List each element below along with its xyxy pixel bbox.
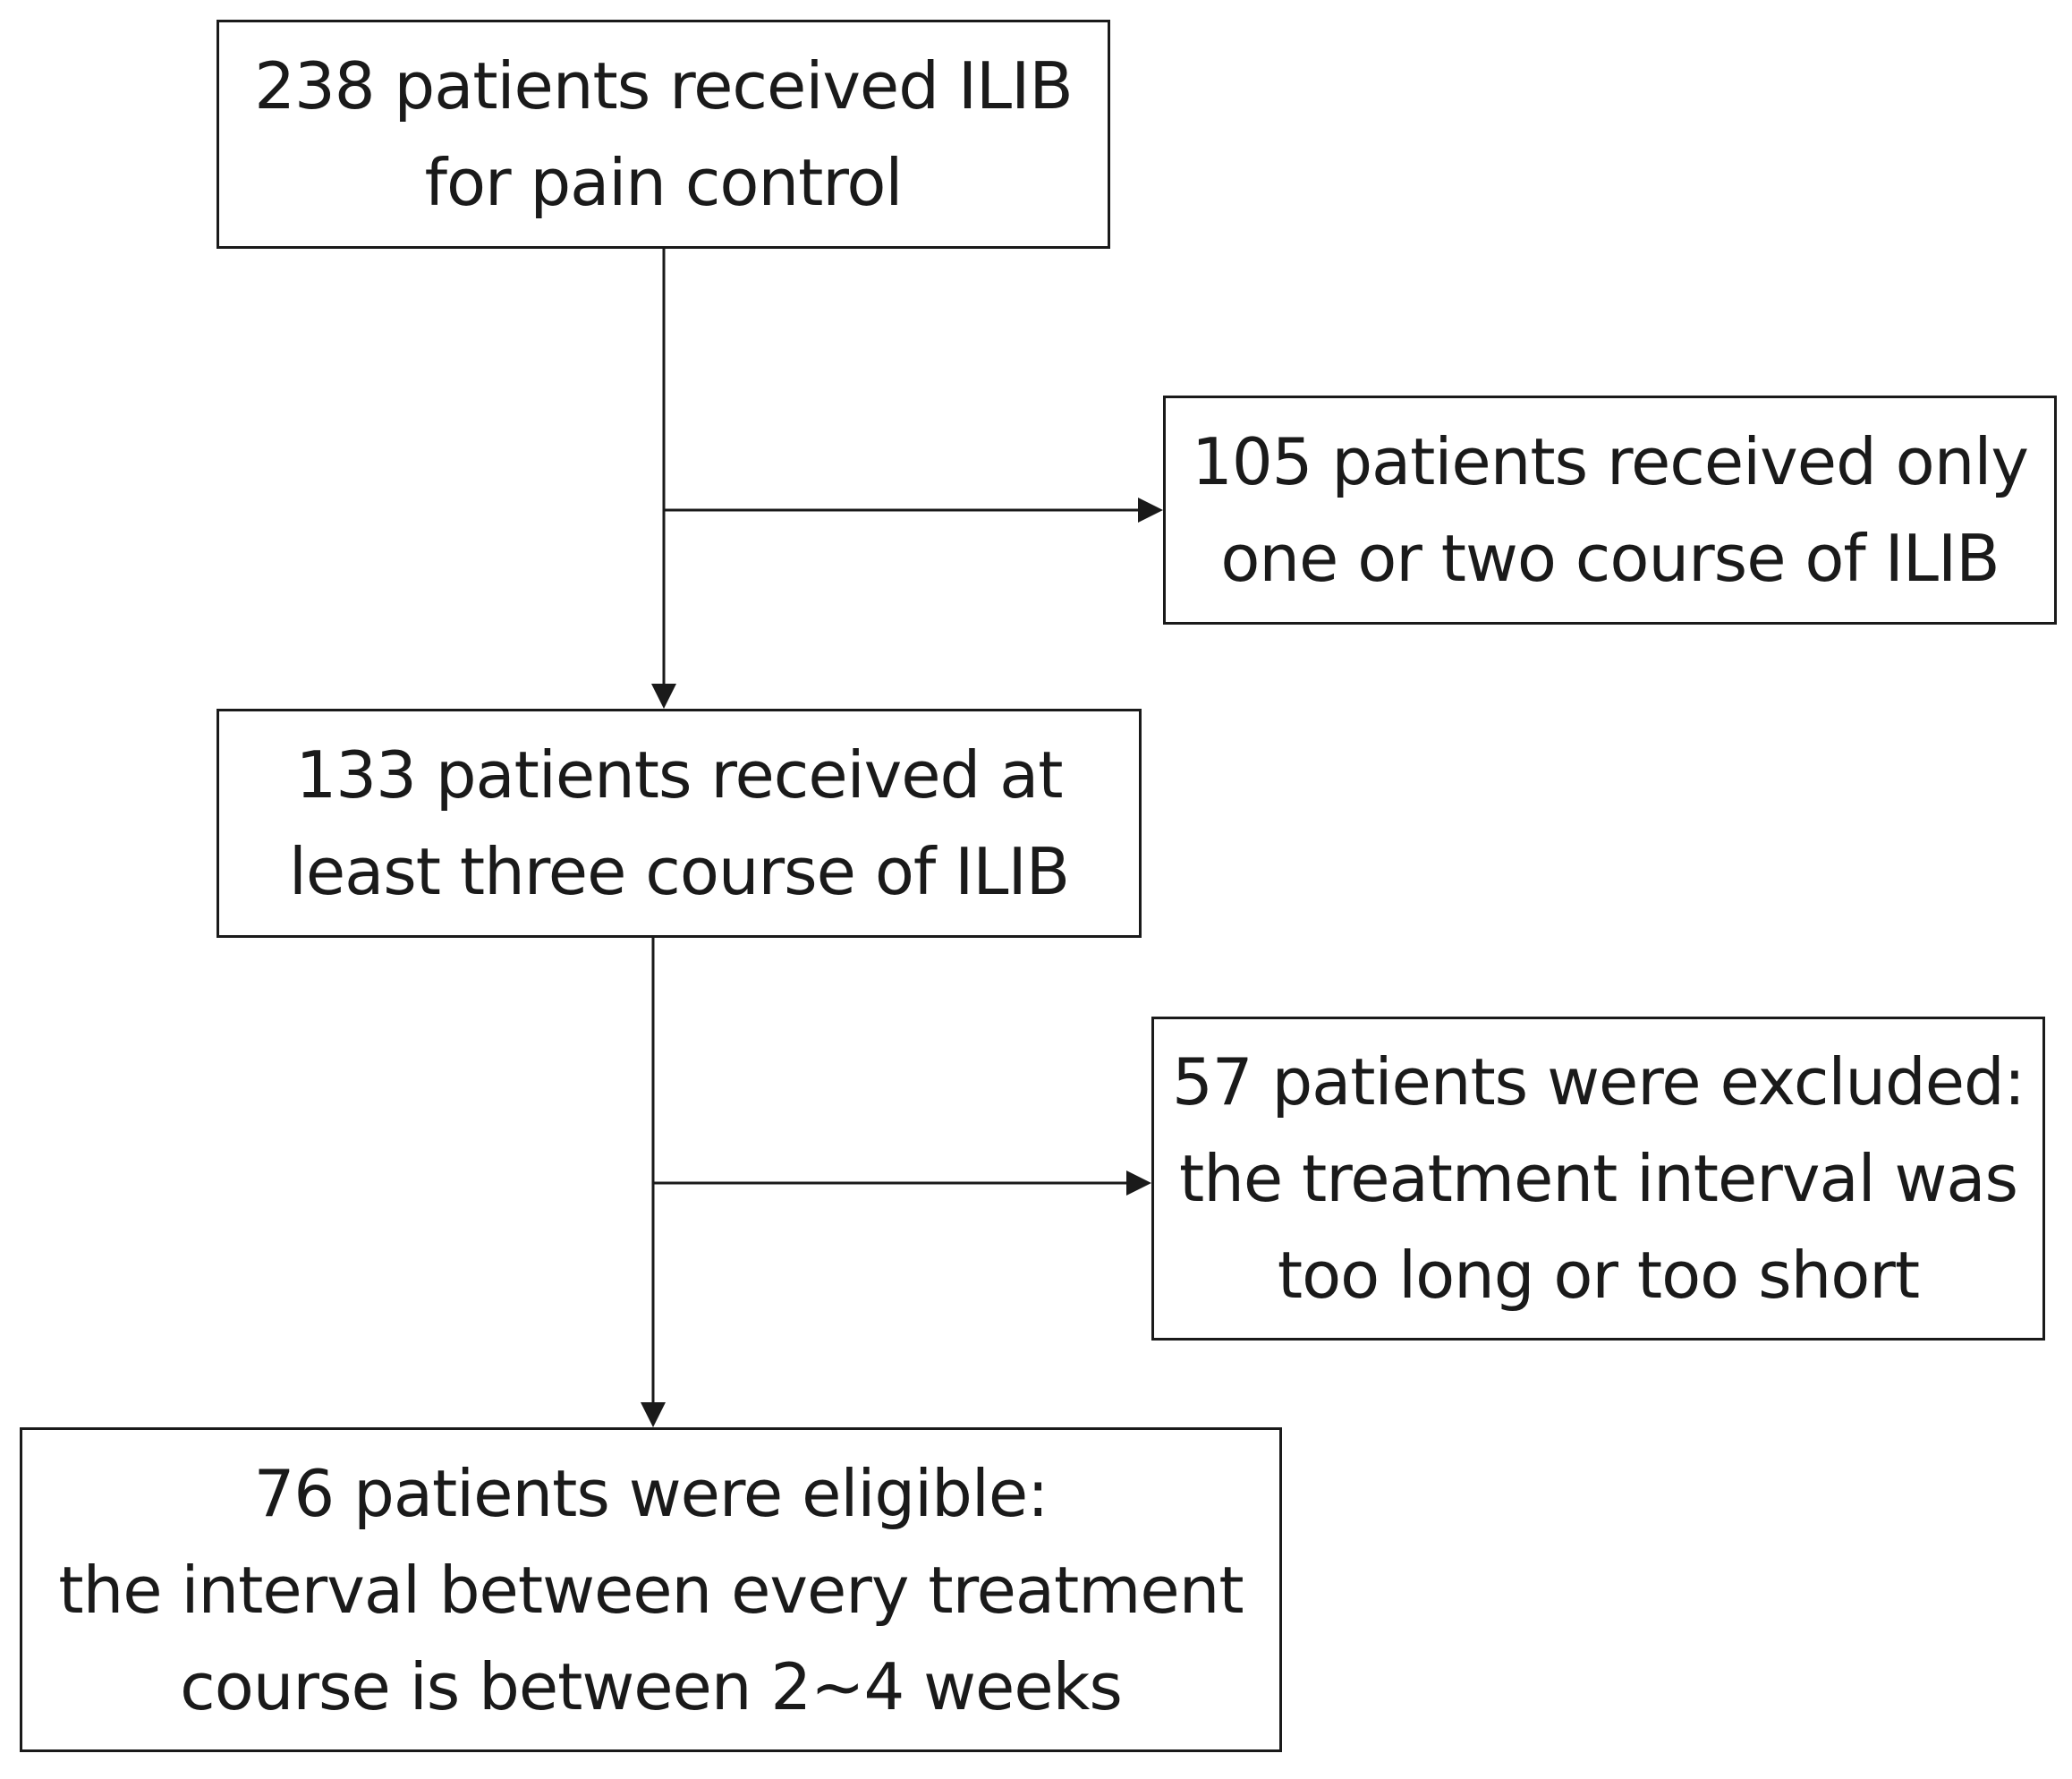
box-final-line-3: course is between 2~4 weeks bbox=[180, 1648, 1123, 1724]
box-middle-line-2: least three course of ILIB bbox=[288, 834, 1070, 909]
arrow-to-exclusion-1 bbox=[664, 498, 1163, 523]
box-exclusion-2-line-1: 57 patients were excluded: bbox=[1171, 1044, 2025, 1119]
box-initial-line-1: 238 patients received ILIB bbox=[254, 48, 1074, 123]
box-middle-line-1: 133 patients received at bbox=[295, 737, 1064, 813]
box-exclusion-2-line-3: too long or too short bbox=[1277, 1238, 1920, 1313]
box-eligible-patients: 76 patients were eligible: the interval … bbox=[20, 1427, 1282, 1752]
box-three-courses: 133 patients received at least three cou… bbox=[217, 709, 1142, 938]
box-exclusion-2-line-2: the treatment interval was bbox=[1178, 1141, 2018, 1216]
arrow-to-exclusion-2 bbox=[653, 1170, 1151, 1196]
box-final-line-1: 76 patients were eligible: bbox=[253, 1455, 1049, 1531]
arrow-middle-to-final bbox=[641, 938, 666, 1427]
box-exclusion-one-or-two-courses: 105 patients received only one or two co… bbox=[1163, 396, 2057, 625]
box-final-line-2: the interval between every treatment bbox=[58, 1552, 1244, 1628]
box-exclusion-interval: 57 patients were excluded: the treatment… bbox=[1151, 1017, 2045, 1341]
box-exclusion-1-line-2: one or two course of ILIB bbox=[1220, 521, 2000, 596]
box-exclusion-1-line-1: 105 patients received only bbox=[1192, 424, 2029, 499]
box-initial-line-2: for pain control bbox=[424, 145, 904, 220]
box-initial-patients: 238 patients received ILIB for pain cont… bbox=[217, 20, 1110, 249]
arrow-start-to-middle bbox=[651, 249, 676, 709]
